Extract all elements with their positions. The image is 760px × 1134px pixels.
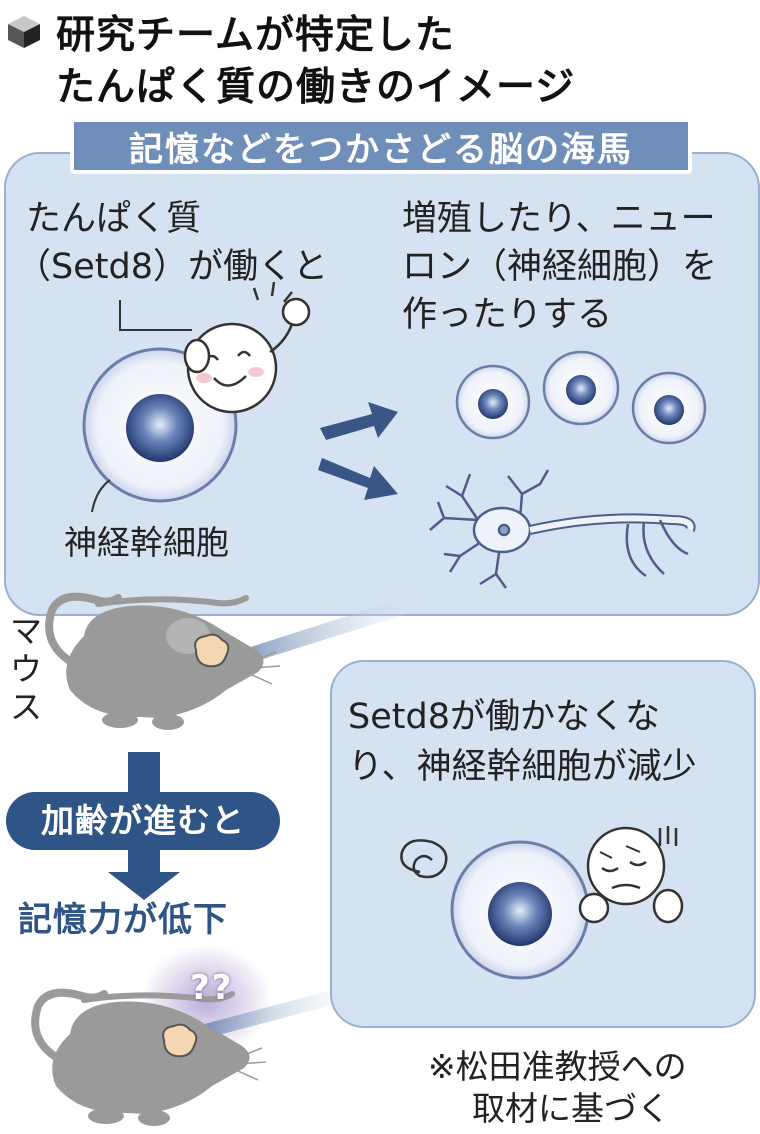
mouse-label-char-2: ウ <box>9 650 42 688</box>
protein-label-line-1: たんぱく質 <box>26 199 202 239</box>
hippocampus-beam <box>210 596 412 672</box>
confused-marks: ?? <box>190 968 234 1008</box>
aging-pill: 加齢が進むと <box>6 792 280 850</box>
source-note-line-2: 取材に基づく <box>472 1089 670 1128</box>
down-arrow-icon <box>108 752 180 900</box>
decline-text-line-1: Setd8が働かなくな <box>348 697 660 737</box>
brain-hippocampus-icon <box>194 633 230 668</box>
mouse-healthy-icon <box>45 592 281 730</box>
neuron-icon <box>429 469 696 589</box>
protein-pointer-line <box>119 300 192 331</box>
differentiate-arrow-icon <box>318 458 398 500</box>
happy-protein-icon <box>183 281 311 414</box>
mouse-aged-icon <box>31 988 267 1126</box>
dizzy-swirl-icon <box>400 839 448 879</box>
hippocampus-beam-aged <box>182 990 336 1042</box>
proliferated-cell-icon <box>542 350 620 426</box>
mouse-label-char-1: マ <box>9 612 42 650</box>
sad-protein-icon <box>578 826 684 924</box>
cube-icon <box>8 16 40 48</box>
source-note-line-1: ※松田准教授への <box>428 1047 687 1086</box>
result-label-line-2: ロン（神経細胞）を <box>402 247 718 287</box>
protein-label-line-2: （Setd8）が働くと <box>16 247 328 287</box>
proliferate-arrow-icon <box>320 402 398 440</box>
proliferated-cell-icon <box>455 364 531 440</box>
mouse-label-char-3: ス <box>9 688 42 726</box>
brain-hippocampus-aged-icon <box>162 1023 198 1058</box>
stem-cell-pointer-line <box>91 479 111 513</box>
title-line-2: たんぱく質の働きのイメージ <box>56 65 576 110</box>
result-label-line-3: 作ったりする <box>402 295 613 335</box>
decline-text-line-2: り、神経幹細胞が減少 <box>348 747 697 787</box>
mouse-label: マ ウ ス <box>6 612 46 726</box>
hippocampus-banner: 記憶などをつかさどる脳の海馬 <box>70 118 692 174</box>
stem-cell-shrinking-icon <box>450 840 590 980</box>
title-line-1: 研究チームが特定した <box>56 13 455 58</box>
proliferated-cell-icon <box>631 371 707 445</box>
memory-decline-label: 記憶力が低下 <box>18 900 228 940</box>
stem-cell-label: 神経幹細胞 <box>64 523 229 562</box>
result-label-line-1: 増殖したり、ニュー <box>402 199 716 239</box>
